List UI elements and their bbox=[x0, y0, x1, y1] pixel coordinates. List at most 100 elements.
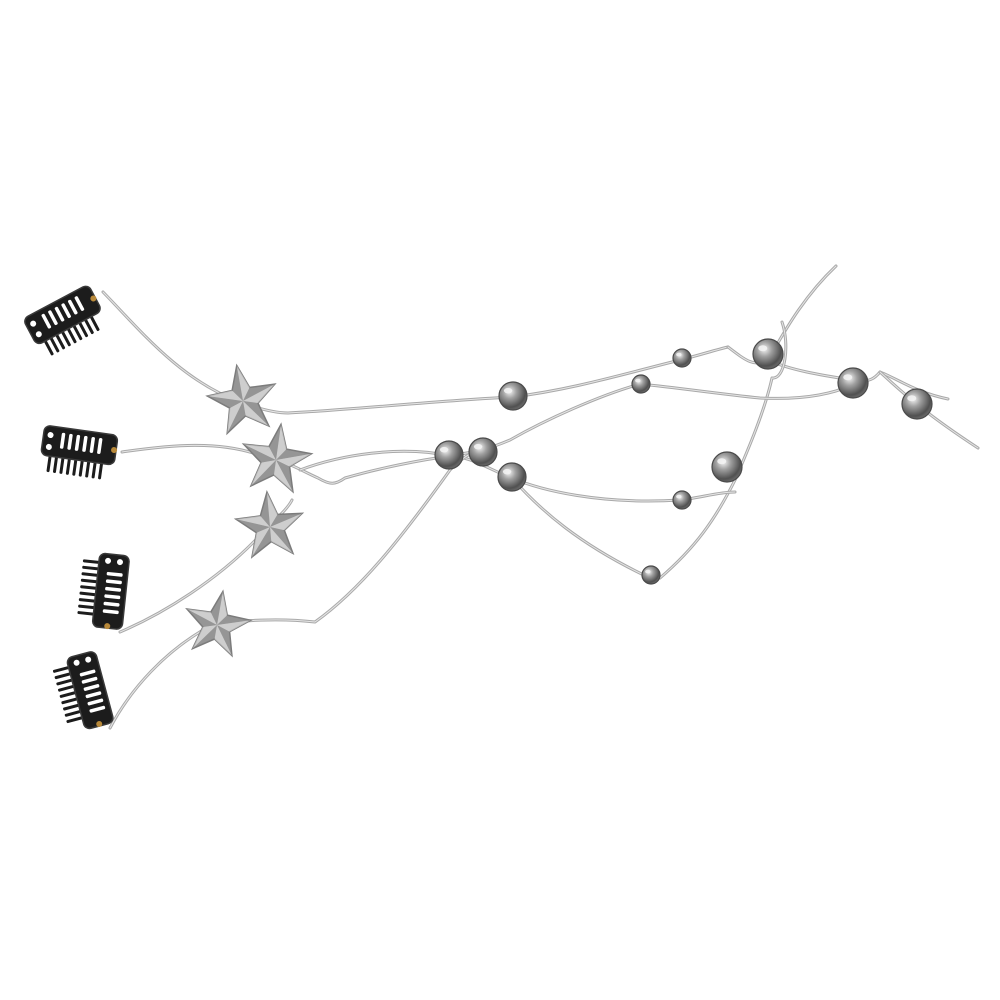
star-facet bbox=[250, 460, 276, 486]
star-facet bbox=[243, 384, 275, 404]
star-facet bbox=[186, 609, 217, 627]
bead-body bbox=[901, 388, 933, 420]
clip-slot bbox=[106, 571, 123, 577]
clip-rivet bbox=[104, 623, 111, 630]
star-facet bbox=[186, 609, 217, 625]
clip-rivet bbox=[111, 447, 118, 454]
clip-slot bbox=[105, 586, 122, 592]
star-facet bbox=[217, 591, 228, 625]
glass-bead-8 bbox=[468, 437, 498, 467]
clip-slot bbox=[79, 669, 96, 677]
bead-highlight bbox=[439, 446, 449, 453]
glass-bead-4 bbox=[631, 374, 651, 394]
clip-slot bbox=[105, 579, 122, 585]
clip-hole bbox=[105, 557, 112, 564]
glass-bead-11 bbox=[672, 490, 692, 510]
star-facet bbox=[243, 384, 275, 401]
star-facet bbox=[243, 444, 276, 460]
clip-slot bbox=[82, 435, 88, 452]
star-charm-4 bbox=[185, 589, 253, 658]
wire-highlight-9 bbox=[109, 450, 483, 729]
clip-hole bbox=[85, 656, 92, 663]
glass-beads bbox=[434, 338, 933, 585]
bead-body bbox=[497, 462, 527, 492]
glass-bead-10 bbox=[711, 451, 743, 483]
clip-slot bbox=[89, 436, 95, 453]
star-facet bbox=[266, 492, 278, 527]
star-facet bbox=[217, 620, 251, 632]
star-facet bbox=[217, 615, 251, 625]
clip-slot bbox=[59, 432, 66, 449]
star-facet bbox=[270, 513, 303, 531]
star-facet bbox=[276, 449, 312, 460]
star-facet bbox=[236, 365, 250, 401]
glass-bead-9 bbox=[497, 462, 527, 492]
clip-slot bbox=[61, 303, 71, 319]
glass-bead-6 bbox=[901, 388, 933, 420]
clip-slot bbox=[41, 313, 52, 329]
star-facet bbox=[276, 424, 287, 460]
glass-bead-7 bbox=[434, 440, 464, 470]
bead-body bbox=[752, 338, 784, 370]
hair-clip-2 bbox=[40, 425, 119, 480]
bead-body bbox=[711, 451, 743, 483]
hair-clip-4 bbox=[52, 651, 114, 730]
clip-slot bbox=[97, 438, 103, 454]
glass-bead-3 bbox=[752, 338, 784, 370]
bead-body bbox=[631, 374, 651, 394]
star-facet bbox=[251, 527, 272, 558]
wire-highlight-5 bbox=[659, 321, 787, 579]
star-facet bbox=[235, 515, 270, 527]
star-facet bbox=[217, 625, 232, 656]
hair-clip-1 bbox=[24, 285, 101, 356]
star-facet bbox=[214, 625, 232, 656]
wire-highlight-7 bbox=[299, 383, 853, 471]
clip-hole bbox=[35, 331, 42, 338]
bead-highlight bbox=[717, 458, 727, 465]
bead-body bbox=[672, 490, 692, 510]
bead-highlight bbox=[676, 494, 682, 499]
hair-clip-3 bbox=[77, 552, 130, 630]
clip-hole bbox=[73, 659, 80, 666]
bead-body bbox=[672, 348, 692, 368]
bead-highlight bbox=[635, 378, 641, 383]
clip-slot bbox=[74, 296, 85, 311]
star-facet bbox=[210, 591, 223, 625]
star-charm-1 bbox=[205, 363, 277, 436]
clip-hole bbox=[30, 320, 37, 327]
bead-highlight bbox=[843, 374, 853, 381]
clip-hole bbox=[47, 432, 54, 439]
bead-highlight bbox=[907, 395, 917, 402]
clip-rivet bbox=[90, 295, 97, 302]
clip-slot bbox=[89, 705, 106, 713]
star-facet bbox=[207, 390, 243, 401]
clip-slot bbox=[104, 594, 121, 600]
wire-highlight-8 bbox=[119, 499, 293, 633]
clip-slot bbox=[83, 684, 100, 691]
glass-bead-1 bbox=[498, 381, 528, 411]
glass-bead-5 bbox=[837, 367, 869, 399]
bead-body bbox=[468, 437, 498, 467]
star-facet bbox=[270, 513, 303, 527]
star-facet bbox=[207, 395, 243, 409]
clip-slot bbox=[74, 434, 81, 451]
bead-highlight bbox=[645, 569, 651, 574]
bead-highlight bbox=[676, 352, 682, 357]
bead-body bbox=[434, 440, 464, 470]
star-facet bbox=[270, 527, 293, 554]
star-facet bbox=[260, 492, 270, 527]
bead-body bbox=[837, 367, 869, 399]
clip-slot bbox=[67, 433, 73, 450]
star-facet bbox=[270, 527, 293, 554]
star-facet bbox=[251, 527, 270, 558]
bead-highlight bbox=[758, 345, 768, 352]
star-facet bbox=[243, 401, 269, 427]
clip-slot bbox=[81, 676, 98, 684]
star-facet bbox=[235, 519, 270, 533]
glass-bead-2 bbox=[672, 348, 692, 368]
star-facet bbox=[243, 444, 276, 463]
bead-body bbox=[641, 565, 661, 585]
star-facet bbox=[227, 401, 243, 434]
